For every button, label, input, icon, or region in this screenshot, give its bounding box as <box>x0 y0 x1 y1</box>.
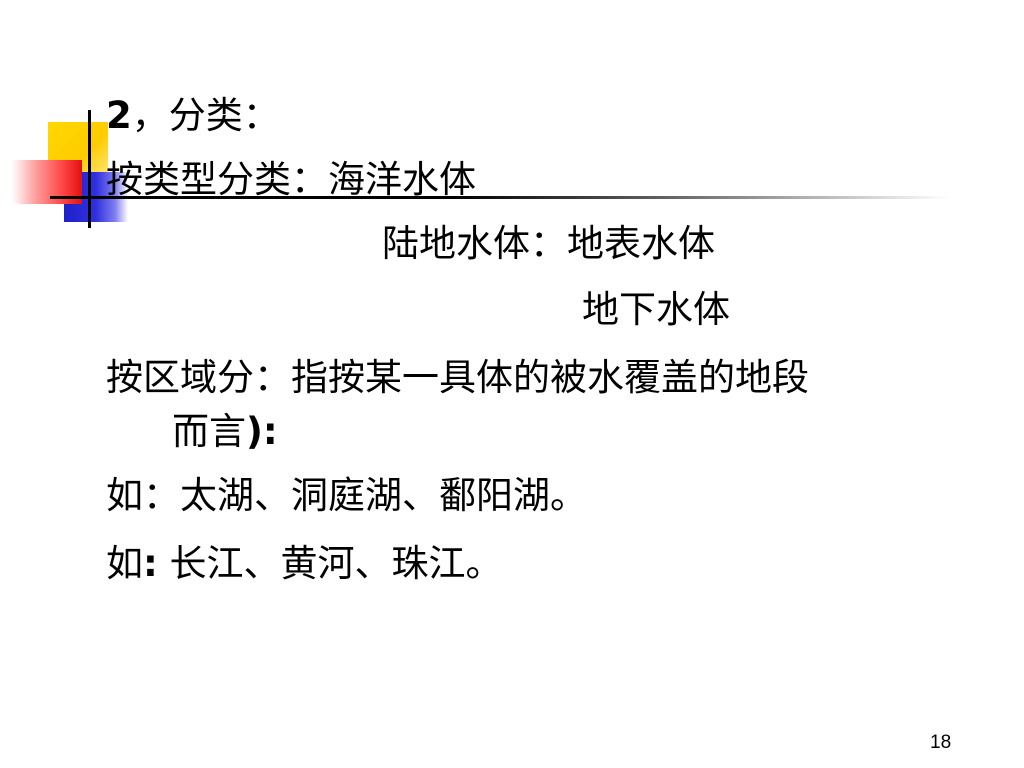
page-number: 18 <box>930 732 952 753</box>
groundwater-line: 地下水体 <box>582 288 730 331</box>
region-continuation: 而言): <box>172 410 278 454</box>
example-rivers-prefix: 如 <box>106 542 143 585</box>
vertical-rule <box>88 110 91 228</box>
section-number: 2 <box>106 94 132 137</box>
region-continuation-mark: ): <box>246 410 278 453</box>
classification-by-region: 按区域分：指按某一具体的被水覆盖的地段 <box>106 356 809 399</box>
land-water-line: 陆地水体：地表水体 <box>382 222 715 265</box>
region-continuation-text: 而言 <box>172 410 246 453</box>
example-rivers: 如: 长江、黄河、珠江。 <box>106 542 503 586</box>
section-heading: 2，分类： <box>106 94 280 138</box>
example-rivers-colon: : <box>143 542 158 585</box>
example-lakes: 如：太湖、洞庭湖、鄱阳湖。 <box>106 474 587 517</box>
horizontal-rule <box>50 196 950 199</box>
classification-by-type: 按类型分类：海洋水体 <box>106 158 476 201</box>
section-heading-text: ，分类： <box>131 94 280 137</box>
example-rivers-text: 长江、黄河、珠江。 <box>157 542 503 585</box>
